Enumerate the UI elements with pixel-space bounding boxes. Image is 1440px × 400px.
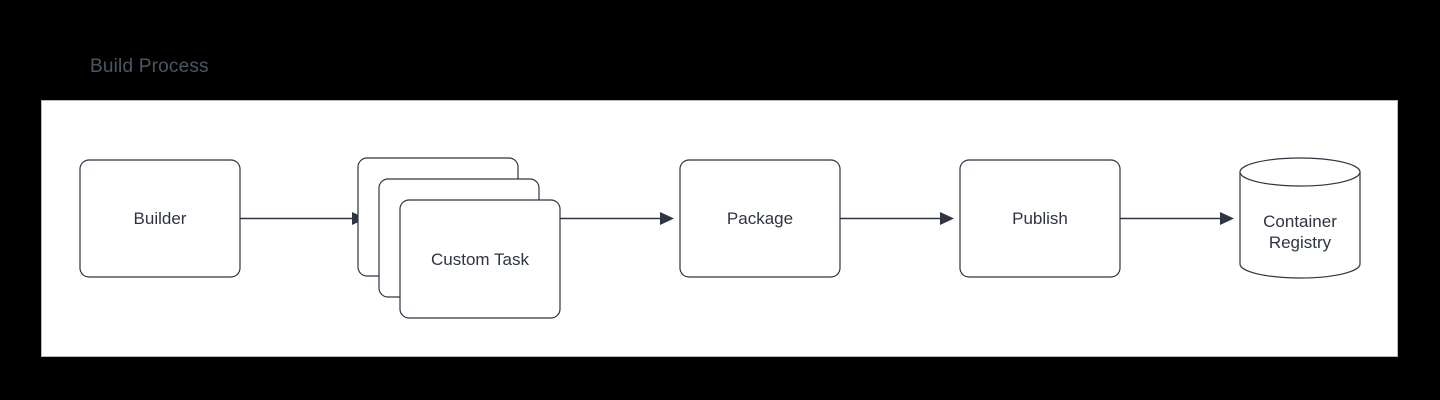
node-custom-task[interactable] [399, 199, 561, 319]
node-container-registry-label: Container Registry [1263, 212, 1337, 252]
arrowhead-icon [940, 212, 954, 225]
node-publish-label: Publish [1012, 209, 1068, 228]
cylinder-top-icon [1239, 157, 1361, 187]
node-custom-task-label: Custom Task [431, 249, 529, 269]
edge-package-to-publish [840, 212, 954, 225]
arrowhead-icon [660, 212, 674, 225]
arrowhead-icon [1220, 212, 1234, 225]
node-builder-label: Builder [133, 209, 187, 228]
cylinder-body [1239, 171, 1361, 279]
edge-publish-to-container-registry [1120, 212, 1234, 225]
edge-custom-task-to-package [560, 212, 674, 225]
node-package-label: Package [726, 209, 794, 228]
node-container-registry[interactable] [1239, 157, 1361, 279]
page-title: Build Process [90, 56, 209, 77]
